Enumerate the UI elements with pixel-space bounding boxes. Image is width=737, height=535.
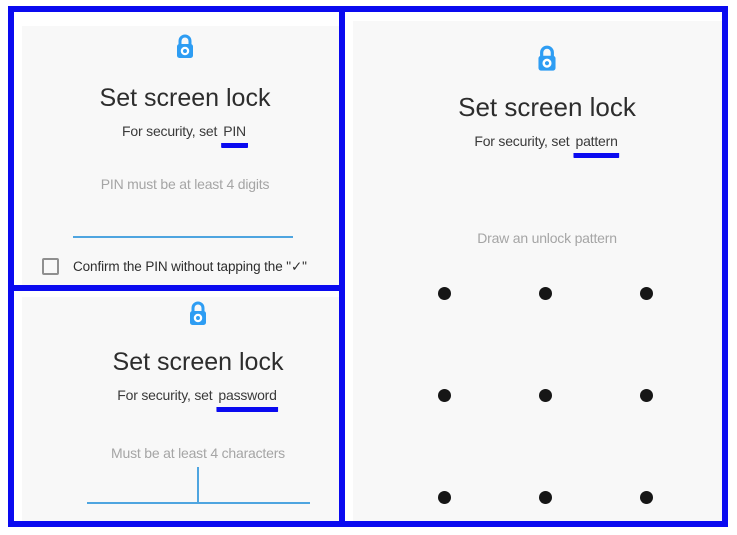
pattern-dot[interactable] [640,491,653,504]
page-title: Set screen lock [99,84,271,112]
page-title: Set screen lock [112,348,284,376]
pattern-dot[interactable] [539,287,552,300]
pattern-dot[interactable] [438,389,451,402]
confirm-pin-checkbox-label[interactable]: Confirm the PIN without tapping the "✓" [73,259,307,274]
text-cursor [197,467,199,502]
pattern-dot[interactable] [539,491,552,504]
page-title: Set screen lock [458,92,636,122]
pattern-hint: Draw an unlock pattern [477,230,617,246]
pin-input-field[interactable] [73,236,293,238]
pattern-dot[interactable] [438,287,451,300]
password-input-field[interactable] [87,502,310,504]
subtitle-prefix: For security, set [474,133,570,149]
lock-icon [186,300,210,330]
confirm-pin-checkbox[interactable] [42,258,59,275]
subtitle-highlight-pattern: pattern [573,132,620,158]
subtitle-highlight-password: password [216,386,279,412]
pin-input-placeholder: PIN must be at least 4 digits [100,176,270,192]
pattern-dot[interactable] [438,491,451,504]
lock-icon [534,44,560,76]
password-input-placeholder: Must be at least 4 characters [111,445,285,461]
subtitle-highlight-pin: PIN [221,122,248,148]
pattern-grid[interactable] [438,287,653,504]
pattern-dot[interactable] [640,287,653,300]
pin-screen-background [22,26,339,285]
pattern-dot[interactable] [640,389,653,402]
subtitle-prefix: For security, set [117,387,213,403]
lock-icon [173,33,197,63]
subtitle-prefix: For security, set [122,123,218,139]
pattern-screen-background [353,21,722,521]
password-screen-background [22,297,339,521]
pattern-dot[interactable] [539,389,552,402]
